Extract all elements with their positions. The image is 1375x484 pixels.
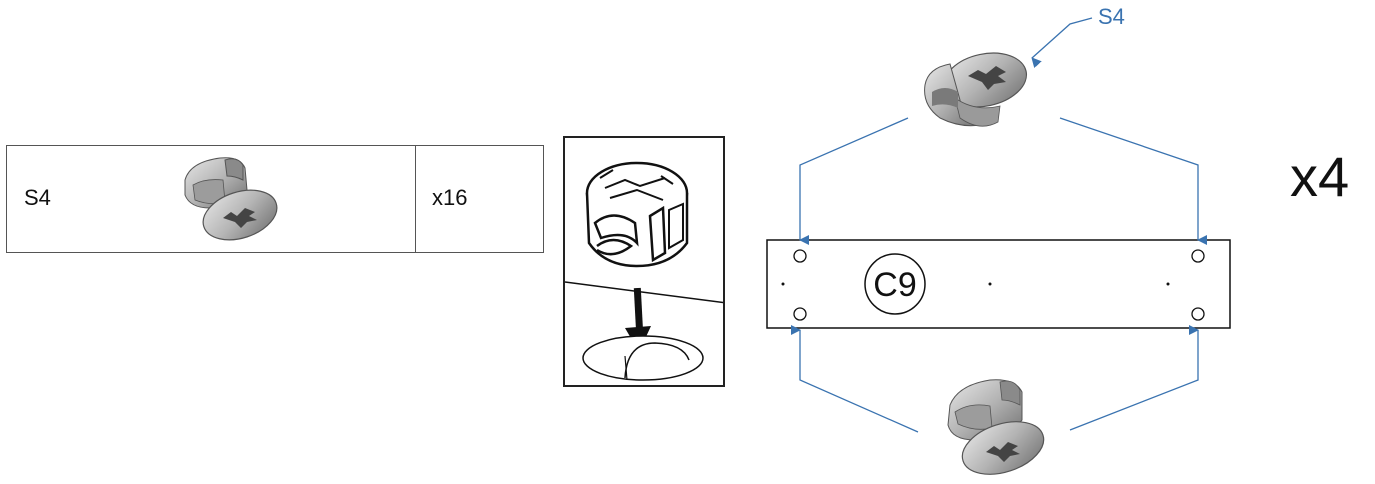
cam-lock-insertion-illustration <box>565 161 723 381</box>
cam-lock-fitting-icon <box>184 157 278 241</box>
parts-list-row <box>6 145 544 253</box>
panel-label-circle <box>864 253 926 315</box>
panel-label: C9 <box>873 266 916 304</box>
parts-list-code: S4 <box>24 185 51 210</box>
parts-list-divider <box>415 146 416 252</box>
callout-label: S4 <box>1098 4 1125 29</box>
hole-bottom-left <box>793 307 807 321</box>
cam-lock-fitting-top <box>924 52 1028 127</box>
quantity-multiplier: x4 <box>1290 145 1350 208</box>
panel-c9 <box>766 239 1231 329</box>
insertion-inset <box>563 136 725 387</box>
hole-top-left <box>793 249 807 263</box>
hole-bottom-right <box>1191 307 1205 321</box>
parts-list-quantity: x16 <box>432 185 468 210</box>
cam-lock-fitting-bottom <box>947 379 1045 475</box>
hole-top-right <box>1191 249 1205 263</box>
